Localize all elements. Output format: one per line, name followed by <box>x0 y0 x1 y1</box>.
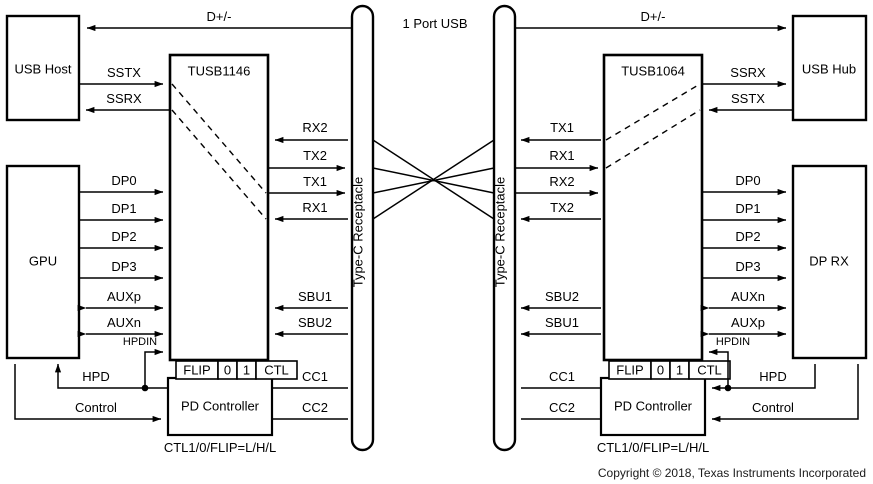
signal-label-tx2-right: TX2 <box>550 200 574 215</box>
block-usb-hub-label: USB Hub <box>802 61 856 76</box>
receptacle-left-label: Type-C Receptacle <box>351 177 366 288</box>
wire-hpd-right <box>711 364 816 392</box>
signal-label-sstx-left: SSTX <box>107 65 141 80</box>
signal-label-sbu1-left: SBU1 <box>298 289 332 304</box>
receptacle-right <box>492 4 517 452</box>
signal-label-dp0-right: DP0 <box>735 173 760 188</box>
flip-label-right-3: CTL <box>697 362 722 377</box>
signal-label-dp1-left: DP1 <box>111 201 136 216</box>
block-pd-controller-right <box>599 376 707 437</box>
flip-label-left-3: CTL <box>264 362 289 377</box>
block-dp-rx-label: DP RX <box>809 253 849 268</box>
flip-cell-right-3 <box>688 360 731 380</box>
signal-label-sbu1-right: SBU1 <box>545 315 579 330</box>
block-gpu <box>5 164 81 360</box>
signal-label-dp3-left: DP3 <box>111 259 136 274</box>
signal-label-rx2-right: RX2 <box>549 174 574 189</box>
note-right-ctl: CTL1/0/FLIP=L/H/L <box>597 440 709 455</box>
block-pd-controller-left <box>166 376 274 437</box>
center-title: 1 Port USB <box>402 16 467 31</box>
block-usb-host <box>5 14 81 122</box>
signal-label-tx2-left: TX2 <box>303 148 327 163</box>
signal-label-hpdin-left: HPDIN <box>123 336 157 348</box>
internal-route-1146-b <box>171 109 267 220</box>
block-tusb1064-label: TUSB1064 <box>621 63 685 78</box>
internal-route-1064-b <box>605 109 701 169</box>
junction-dot-left <box>141 384 149 392</box>
signal-label-control-right: Control <box>752 400 794 415</box>
signal-label-cc2-right: CC2 <box>549 400 575 415</box>
flip-label-left-1: 0 <box>224 362 231 377</box>
signal-label-cc1-left: CC1 <box>302 369 328 384</box>
signal-label-hpd-left: HPD <box>82 369 109 384</box>
signal-label-dpm-left: D+/- <box>207 9 232 24</box>
signal-label-auxn-right: AUXn <box>731 289 765 304</box>
signal-label-dp2-right: DP2 <box>735 229 760 244</box>
crossover-line-3 <box>372 167 495 194</box>
signal-label-sbu2-left: SBU2 <box>298 315 332 330</box>
signal-label-dp0-left: DP0 <box>111 173 136 188</box>
signal-label-cc1-right: CC1 <box>549 369 575 384</box>
wire-hpd-left <box>54 363 168 389</box>
block-gpu-label: GPU <box>29 253 57 268</box>
signal-label-ssrx-right: SSRX <box>730 65 766 80</box>
internal-route-1146-a <box>171 83 267 194</box>
signal-label-sstx-right: SSTX <box>731 91 765 106</box>
flip-label-right-2: 1 <box>676 362 683 377</box>
block-dp-rx <box>791 164 868 360</box>
signal-label-dp1-right: DP1 <box>735 201 760 216</box>
copyright-text: Copyright © 2018, Texas Instruments Inco… <box>598 466 866 480</box>
signal-label-dp2-left: DP2 <box>111 229 136 244</box>
wire-hpdin-left <box>144 348 164 388</box>
signal-label-cc2-left: CC2 <box>302 400 328 415</box>
signal-label-auxp-right: AUXp <box>731 315 765 330</box>
block-tusb1146 <box>168 53 270 362</box>
flip-label-right-0: FLIP <box>616 362 643 377</box>
flip-table-right: FLIP 0 1 CTL <box>608 360 731 380</box>
signal-label-dp3-right: DP3 <box>735 259 760 274</box>
note-left-ctl: CTL1/0/FLIP=L/H/L <box>164 440 276 455</box>
crossover-line-4 <box>372 139 495 220</box>
signal-label-rx2-left: RX2 <box>302 120 327 135</box>
flip-label-left-0: FLIP <box>183 362 210 377</box>
signal-label-rx1-right: RX1 <box>549 148 574 163</box>
junction-dot-right <box>724 384 732 392</box>
block-tusb1146-label: TUSB1146 <box>188 63 251 78</box>
flip-table-left: FLIP 0 1 CTL <box>175 360 298 380</box>
signal-label-ssrx-left: SSRX <box>106 91 142 106</box>
block-tusb1064 <box>602 53 704 362</box>
signal-label-rx1-left: RX1 <box>302 200 327 215</box>
block-usb-hub <box>791 14 868 122</box>
receptacle-right-label: Type-C Receptacle <box>493 177 508 288</box>
signal-label-control-left: Control <box>75 400 117 415</box>
receptacle-left <box>350 4 375 452</box>
signal-label-dpm-right: D+/- <box>641 9 666 24</box>
signal-label-tx1-left: TX1 <box>303 174 327 189</box>
signal-label-sbu2-right: SBU2 <box>545 289 579 304</box>
block-usb-host-label: USB Host <box>14 61 71 76</box>
wire-hpdin-right <box>708 348 729 388</box>
flip-label-right-1: 0 <box>657 362 664 377</box>
flip-cell-left-3 <box>255 360 298 380</box>
signal-label-hpd-right: HPD <box>759 369 786 384</box>
block-pd-controller-left-label: PD Controller <box>181 398 260 413</box>
wire-control-left <box>14 364 162 423</box>
signal-label-auxp-left: AUXp <box>107 289 141 304</box>
signal-label-hpdin-right: HPDIN <box>716 336 750 348</box>
signal-label-tx1-right: TX1 <box>550 120 574 135</box>
wire-control-right <box>711 364 859 423</box>
internal-route-1064-a <box>605 83 701 141</box>
flip-label-left-2: 1 <box>243 362 250 377</box>
signal-label-auxn-left: AUXn <box>107 315 141 330</box>
block-pd-controller-right-label: PD Controller <box>614 398 693 413</box>
